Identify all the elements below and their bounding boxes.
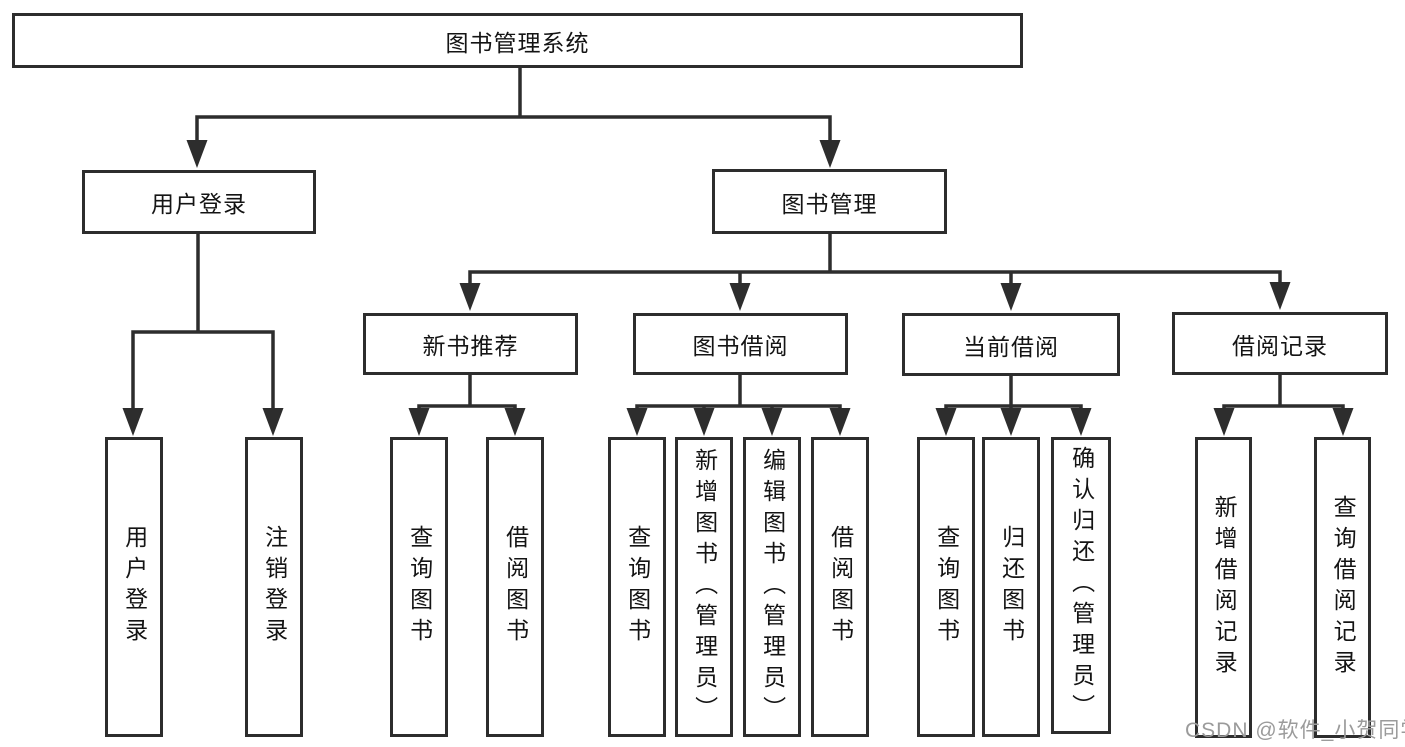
leaf-user-login-label: 用户登录 — [121, 525, 148, 649]
leaf-records-query-record-label: 查询借阅记录 — [1330, 494, 1357, 681]
node-library-system: 图书管理系统 — [12, 13, 1023, 68]
leaf-borrow-borrow-books-label: 借阅图书 — [827, 525, 854, 649]
node-user-login-label: 用户登录 — [151, 191, 247, 217]
arrowhead-icon — [829, 408, 851, 436]
leaf-newbook-borrow-books-label: 借阅图书 — [502, 525, 529, 649]
leaf-records-add-record: 新增借阅记录 — [1195, 437, 1252, 738]
arrowhead-icon — [186, 140, 208, 168]
leaf-newbook-query-books: 查询图书 — [390, 437, 448, 737]
leaf-records-add-record-label: 新增借阅记录 — [1211, 494, 1238, 681]
arrowhead-icon — [122, 408, 144, 436]
leaf-borrow-add-books-admin-label: 新增图书（管理员） — [691, 447, 718, 727]
leaf-current-query-books-label: 查询图书 — [933, 525, 960, 649]
node-current-borrowing: 当前借阅 — [902, 313, 1120, 376]
arrowhead-icon — [1000, 408, 1022, 436]
arrowhead-icon — [1269, 282, 1291, 310]
arrowhead-icon — [459, 283, 481, 311]
csdn-watermark: CSDN @软件_小贺同学 — [1185, 719, 1405, 742]
node-book-management: 图书管理 — [712, 169, 947, 234]
leaf-current-query-books: 查询图书 — [917, 437, 975, 737]
arrowhead-icon — [408, 408, 430, 436]
leaf-logout-label: 注销登录 — [261, 525, 288, 649]
arrowhead-icon — [504, 408, 526, 436]
arrowhead-icon — [693, 408, 715, 436]
leaf-current-return-books: 归还图书 — [982, 437, 1040, 737]
arrowhead-icon — [262, 408, 284, 436]
leaf-borrow-add-books-admin: 新增图书（管理员） — [675, 437, 733, 737]
leaf-borrow-query-books: 查询图书 — [608, 437, 666, 737]
arrowhead-icon — [729, 283, 751, 311]
leaf-logout: 注销登录 — [245, 437, 303, 737]
node-book-management-label: 图书管理 — [781, 190, 878, 217]
node-library-system-label: 图书管理系统 — [445, 29, 590, 56]
leaf-newbook-query-books-label: 查询图书 — [406, 525, 433, 649]
leaf-borrow-borrow-books: 借阅图书 — [811, 437, 869, 737]
node-borrowing-records-label: 借阅记录 — [1232, 332, 1328, 359]
node-current-borrowing-label: 当前借阅 — [963, 333, 1059, 360]
arrowhead-icon — [1070, 408, 1092, 436]
arrowhead-icon — [761, 408, 783, 436]
leaf-borrow-query-books-label: 查询图书 — [624, 525, 651, 649]
node-borrowing-records: 借阅记录 — [1172, 312, 1388, 375]
arrowhead-icon — [1000, 283, 1022, 311]
arrowhead-icon — [935, 408, 957, 436]
node-user-login: 用户登录 — [82, 170, 316, 234]
leaf-current-confirm-return-admin-label: 确认归还（管理员） — [1068, 446, 1095, 725]
leaf-user-login: 用户登录 — [105, 437, 163, 737]
arrowhead-icon — [626, 408, 648, 436]
leaf-current-return-books-label: 归还图书 — [998, 525, 1025, 649]
arrowhead-icon — [1213, 408, 1235, 436]
leaf-borrow-edit-books-admin: 编辑图书（管理员） — [743, 437, 801, 737]
node-book-borrowing: 图书借阅 — [633, 313, 848, 375]
leaf-borrow-edit-books-admin-label: 编辑图书（管理员） — [759, 447, 786, 727]
node-book-borrowing-label: 图书借阅 — [692, 333, 789, 359]
leaf-newbook-borrow-books: 借阅图书 — [486, 437, 544, 737]
node-new-book-recommend: 新书推荐 — [363, 313, 578, 375]
leaf-current-confirm-return-admin: 确认归还（管理员） — [1051, 437, 1111, 734]
arrowheads — [122, 140, 1354, 436]
leaf-records-query-record: 查询借阅记录 — [1314, 437, 1371, 738]
arrowhead-icon — [819, 140, 841, 168]
node-new-book-recommend-label: 新书推荐 — [422, 333, 519, 359]
arrowhead-icon — [1332, 408, 1354, 436]
